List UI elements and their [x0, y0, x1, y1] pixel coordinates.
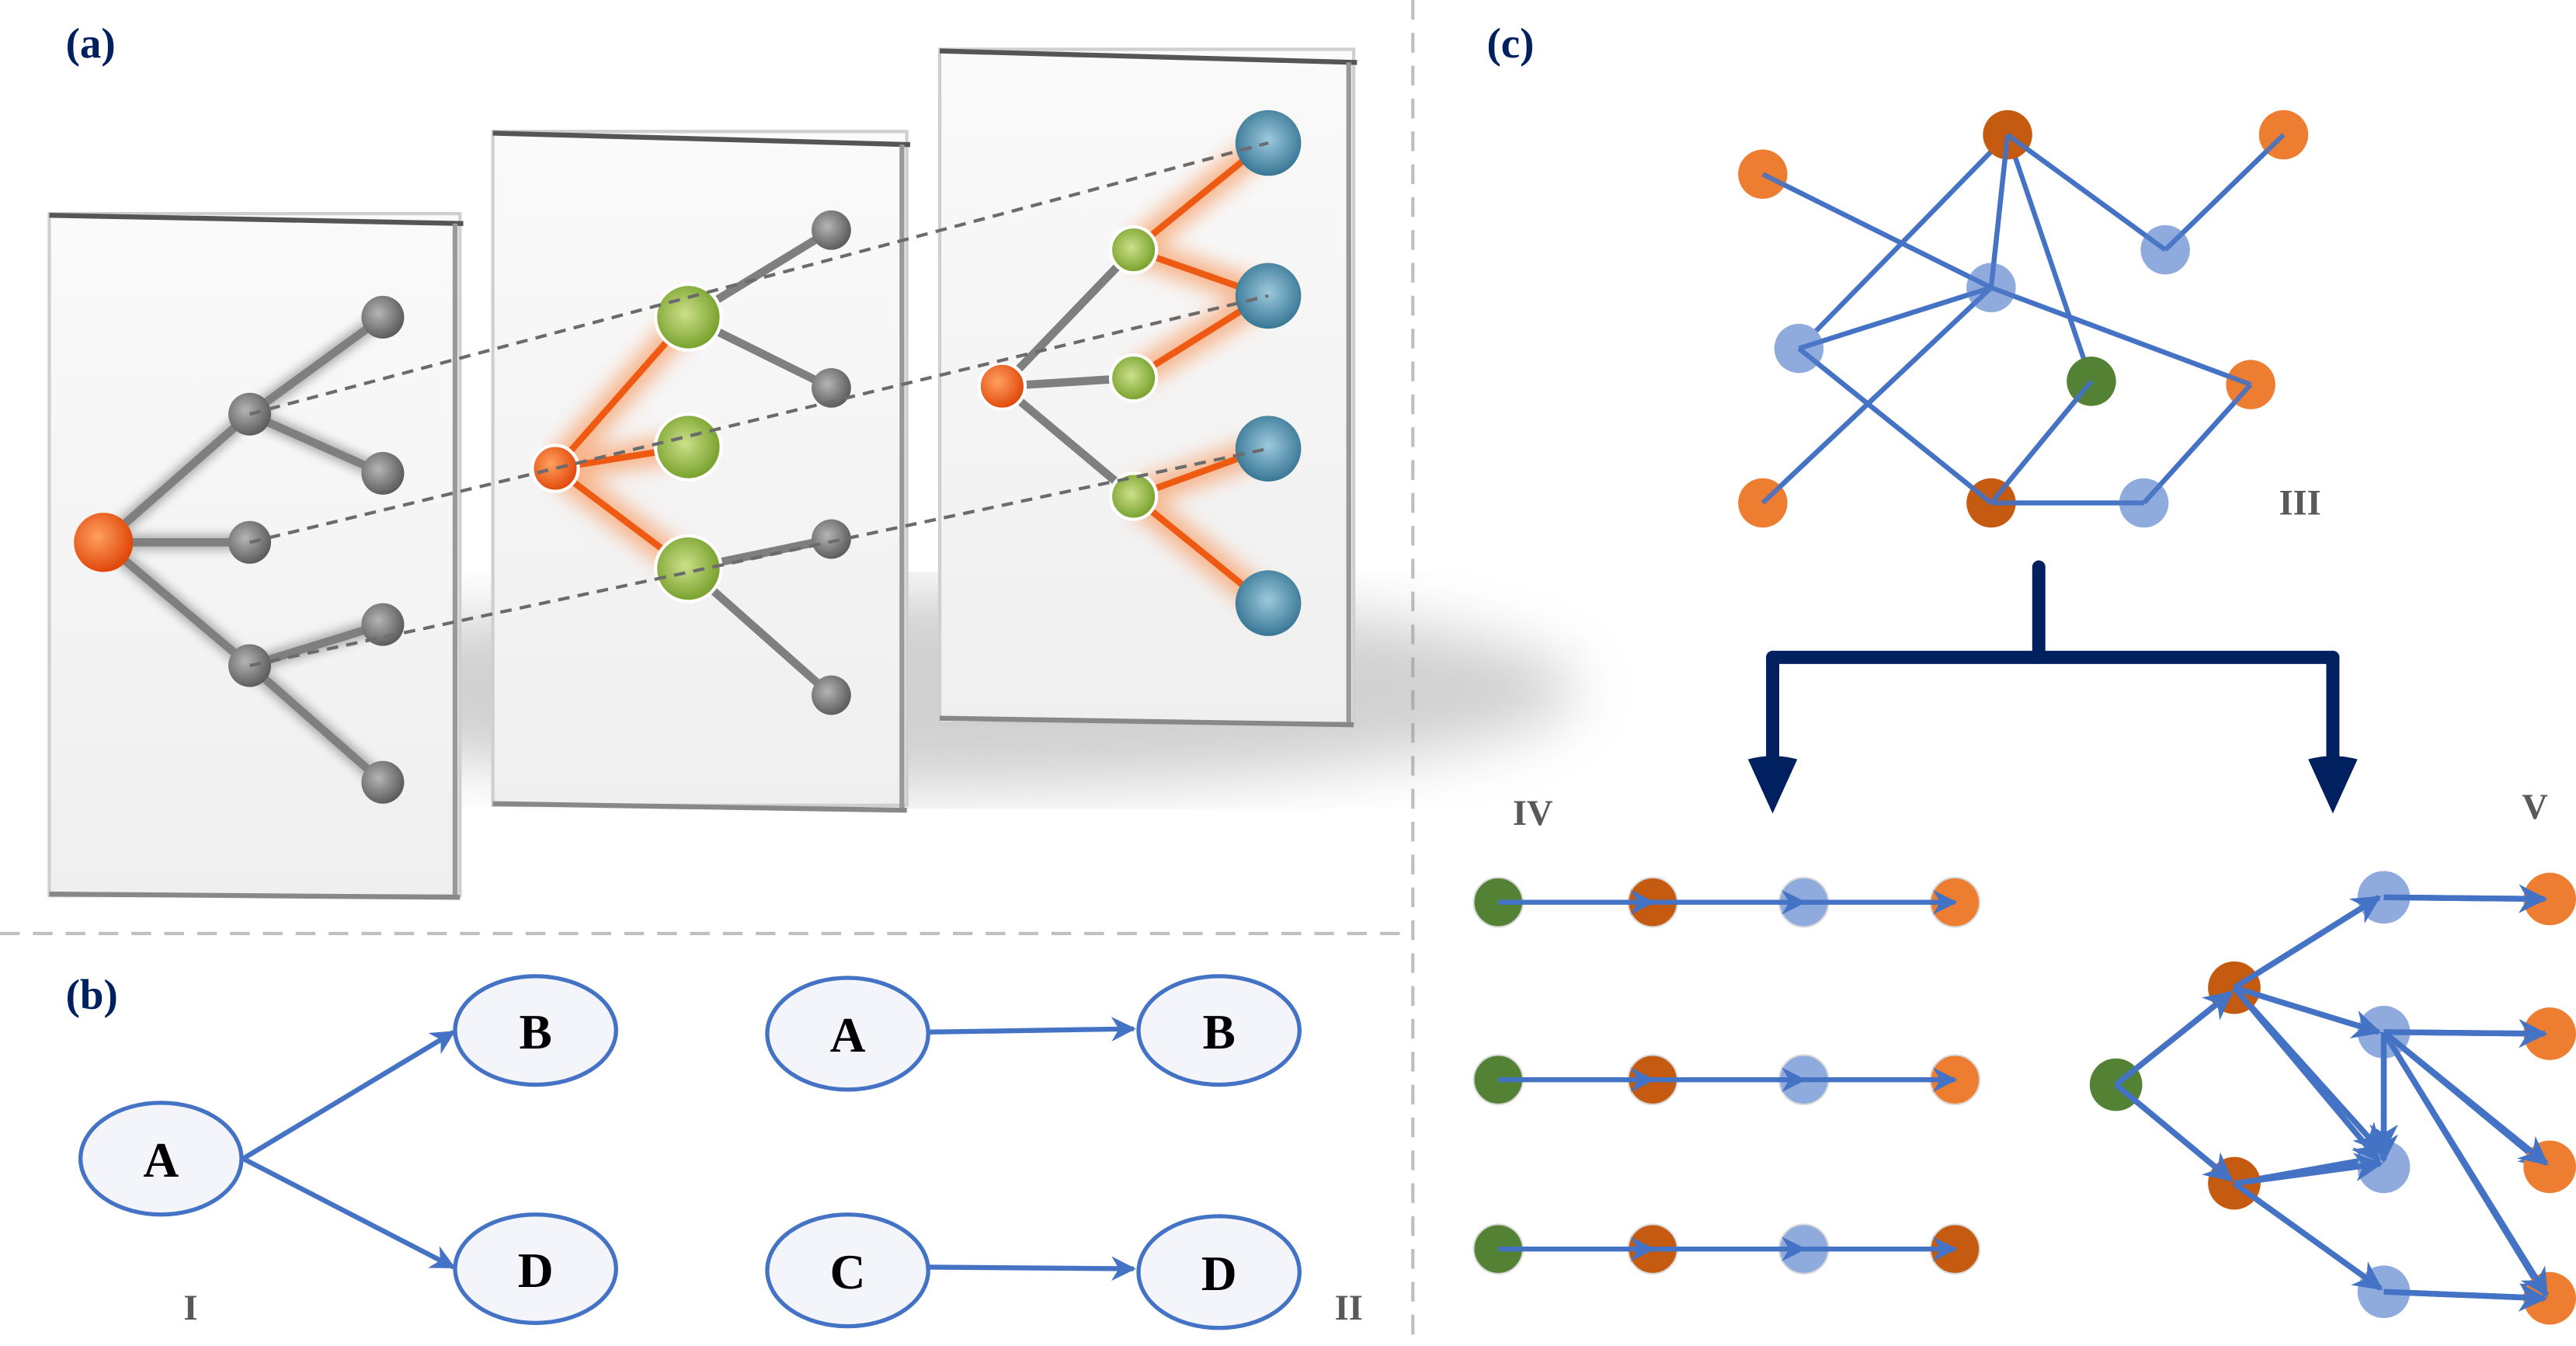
node-D [453, 1212, 618, 1326]
node-B [453, 974, 618, 1087]
split-arrow [1766, 560, 2340, 763]
edge-C-D [928, 1256, 1136, 1282]
layer-card-1 [47, 211, 464, 900]
tree-node [812, 367, 851, 408]
node-A-label: A [830, 1007, 866, 1063]
panel-label-c: (c) [1486, 19, 1534, 67]
edge-A-B [242, 1030, 456, 1161]
tree-node [812, 675, 851, 715]
graph-label-IV: IV [1513, 794, 1553, 833]
panel-b-graph-II: A B C D II [765, 974, 1363, 1330]
down-arrow-icon [2308, 756, 2358, 814]
correspondence-lines [249, 141, 1269, 668]
graph-III: III [1738, 110, 2321, 528]
panel-b-graph-I: A B D I [78, 974, 618, 1328]
node-A-label: A [143, 1132, 179, 1188]
node-D [1136, 1214, 1302, 1330]
tree-node [812, 519, 851, 559]
graph-label-II: II [1335, 1289, 1363, 1328]
graph-node [1738, 149, 1788, 200]
graph-label-V: V [2522, 788, 2548, 827]
node-D-label: D [1201, 1246, 1237, 1301]
root-node [74, 513, 134, 572]
node-D-label: D [518, 1243, 554, 1298]
node-A [78, 1101, 244, 1217]
leaf-node [1235, 416, 1302, 482]
panel-a [47, 47, 1577, 900]
tree-node [653, 412, 723, 482]
root-node [977, 361, 1027, 411]
node-B [1136, 974, 1302, 1087]
edge-A-D [242, 1156, 456, 1270]
tree-node [1108, 353, 1159, 403]
panel-label-b: (b) [66, 971, 118, 1018]
node-C [765, 1212, 930, 1329]
chains-IV [1472, 876, 1981, 1275]
tree-node [653, 282, 723, 352]
node-B-label: B [519, 1004, 551, 1059]
node-C-label: C [830, 1244, 866, 1299]
tree-node [1108, 224, 1159, 275]
tree-node [1108, 471, 1159, 521]
root-node [530, 443, 580, 493]
tree-node [812, 210, 851, 250]
dag-V [2089, 871, 2576, 1325]
edge-A-B [928, 1017, 1136, 1042]
tree-node [361, 451, 405, 495]
layer-card-2 [491, 130, 911, 813]
tree-node [361, 760, 405, 804]
down-arrow-icon [1747, 756, 1798, 814]
leaf-node [1235, 570, 1302, 636]
graph-label-I: I [183, 1289, 197, 1328]
tree-node [653, 534, 723, 603]
panel-label-a: (a) [66, 19, 116, 67]
graph-label-III: III [2279, 483, 2320, 523]
layer-card-3 [937, 47, 1358, 728]
node-A [765, 976, 930, 1092]
node-B-label: B [1202, 1004, 1235, 1059]
tree-node [361, 295, 405, 339]
